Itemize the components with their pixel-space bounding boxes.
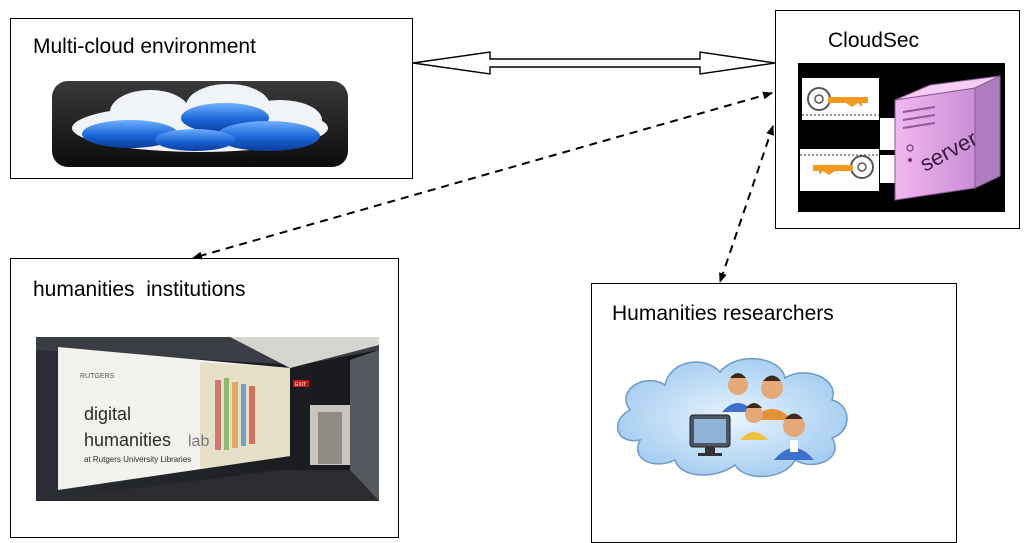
researchers-title: Humanities researchers (612, 302, 834, 325)
researchers-node: Humanities researchers (591, 283, 957, 543)
edge-multicloud-cloudsec (412, 51, 776, 75)
cloudsec-title: CloudSec (828, 29, 920, 52)
institutions-node: humanities institutions (10, 258, 399, 538)
multicloud-title: Multi-cloud environment (33, 35, 256, 58)
edge-cloudsec-researchers (719, 125, 774, 283)
cloudsec-node: CloudSec (775, 10, 1020, 229)
multicloud-node: Multi-cloud environment (10, 18, 413, 179)
institutions-title: humanities institutions (33, 278, 246, 301)
